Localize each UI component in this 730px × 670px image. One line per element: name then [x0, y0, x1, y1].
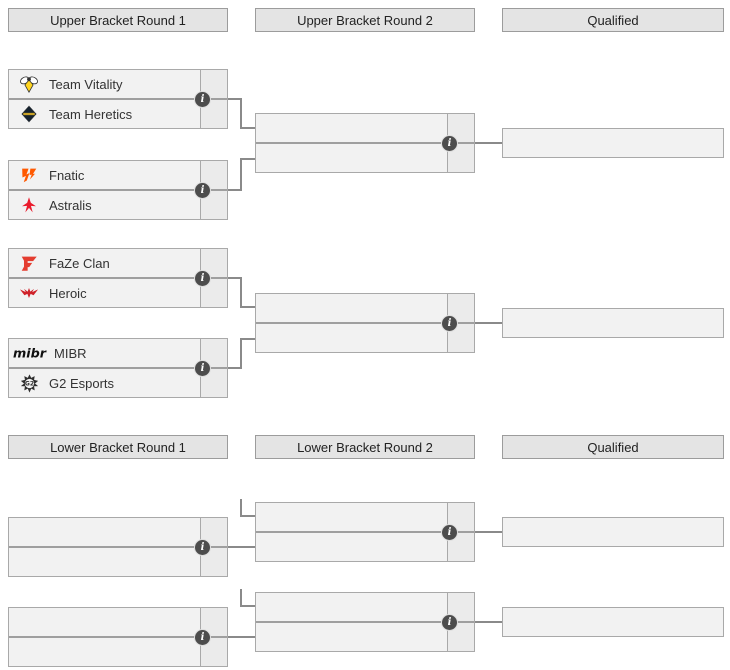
match-upper-round1-3: FaZe Clan Heroic i [8, 248, 228, 308]
bracket-connector [475, 621, 502, 623]
loser-drop-connector [240, 589, 242, 607]
team-name: Fnatic [49, 167, 85, 183]
match-info-icon[interactable]: i [441, 614, 458, 631]
bracket-connector [240, 338, 255, 340]
bracket-connector [240, 306, 255, 308]
bracket-connector [228, 277, 242, 279]
bracket-connector [240, 277, 242, 308]
bracket-connector [228, 189, 242, 191]
match-upper-round1-1: Team Vitality Team Heretics i [8, 69, 228, 129]
bracket-connector [228, 367, 242, 369]
header-lower-bracket-round-2: Lower Bracket Round 2 [255, 435, 475, 459]
match-upper-round2-1: i [255, 113, 475, 173]
team-name: Team Heretics [49, 106, 133, 122]
team-row-mibr[interactable]: mibr MIBR [9, 339, 227, 367]
match-info-icon[interactable]: i [194, 270, 211, 287]
bracket-connector [475, 322, 502, 324]
empty-team-slot [9, 546, 227, 576]
match-info-icon[interactable]: i [194, 91, 211, 108]
loser-drop-connector [240, 515, 255, 517]
match-info-icon[interactable]: i [441, 315, 458, 332]
team-name: Heroic [49, 285, 87, 301]
team-vitality-logo-icon [16, 74, 42, 94]
match-info-icon[interactable]: i [441, 135, 458, 152]
team-name: Astralis [49, 197, 92, 213]
header-upper-qualified: Qualified [502, 8, 724, 32]
match-upper-round1-2: Fnatic Astralis i [8, 160, 228, 220]
match-upper-round2-2: i [255, 293, 475, 353]
team-row-astralis[interactable]: Astralis [9, 189, 227, 219]
empty-team-slot [256, 114, 474, 142]
bracket-connector [240, 338, 242, 369]
header-lower-bracket-round-1: Lower Bracket Round 1 [8, 435, 228, 459]
team-heroic-logo-icon [16, 283, 42, 303]
empty-team-slot [256, 503, 474, 531]
team-name: G2 Esports [49, 375, 115, 391]
bracket-connector [475, 531, 502, 533]
team-score [447, 114, 474, 142]
bracket-connector [240, 127, 255, 129]
header-upper-bracket-round-2: Upper Bracket Round 2 [255, 8, 475, 32]
bracket-connector [240, 158, 255, 160]
team-name: FaZe Clan [49, 255, 110, 271]
team-row-faze[interactable]: FaZe Clan [9, 249, 227, 277]
team-row-fnatic[interactable]: Fnatic [9, 161, 227, 189]
bracket-connector [475, 142, 502, 144]
header-lower-qualified: Qualified [502, 435, 724, 459]
bracket-connector [240, 158, 242, 191]
match-lower-round1-1: i [8, 517, 228, 577]
team-name: Team Vitality [49, 76, 123, 92]
empty-team-slot [256, 593, 474, 621]
team-faze-logo-icon [16, 253, 42, 273]
match-lower-round2-1: i [255, 502, 475, 562]
bracket-connector [228, 546, 255, 548]
team-row-heretics[interactable]: Team Heretics [9, 98, 227, 128]
team-astralis-logo-icon [16, 196, 42, 214]
match-info-icon[interactable]: i [194, 182, 211, 199]
bracket-connector [228, 98, 242, 100]
match-info-icon[interactable]: i [194, 539, 211, 556]
match-upper-round1-4: mibr MIBR G2 G2 Esports i [8, 338, 228, 398]
bracket-connector [240, 98, 242, 129]
svg-text:mibr: mibr [13, 347, 47, 360]
match-info-icon[interactable]: i [194, 629, 211, 646]
empty-team-slot [9, 608, 227, 636]
qualified-slot-upper-1 [502, 128, 724, 158]
empty-team-slot [9, 518, 227, 546]
loser-drop-connector [240, 605, 255, 607]
match-lower-round2-2: i [255, 592, 475, 652]
qualified-slot-upper-2 [502, 308, 724, 338]
team-row-vitality[interactable]: Team Vitality [9, 70, 227, 98]
match-lower-round1-2: i [8, 607, 228, 667]
team-heretics-logo-icon [16, 105, 42, 123]
match-info-icon[interactable]: i [194, 360, 211, 377]
qualified-slot-lower-2 [502, 607, 724, 637]
bracket-connector [228, 636, 255, 638]
empty-team-slot [256, 294, 474, 322]
match-info-icon[interactable]: i [441, 524, 458, 541]
team-mibr-logo-icon: mibr [13, 346, 47, 360]
team-g2-logo-icon: G2 [16, 373, 42, 393]
qualified-slot-lower-1 [502, 517, 724, 547]
loser-drop-connector [240, 499, 242, 517]
header-upper-bracket-round-1: Upper Bracket Round 1 [8, 8, 228, 32]
svg-text:G2: G2 [24, 380, 33, 387]
team-fnatic-logo-icon [16, 165, 42, 185]
team-name: MIBR [54, 345, 87, 361]
